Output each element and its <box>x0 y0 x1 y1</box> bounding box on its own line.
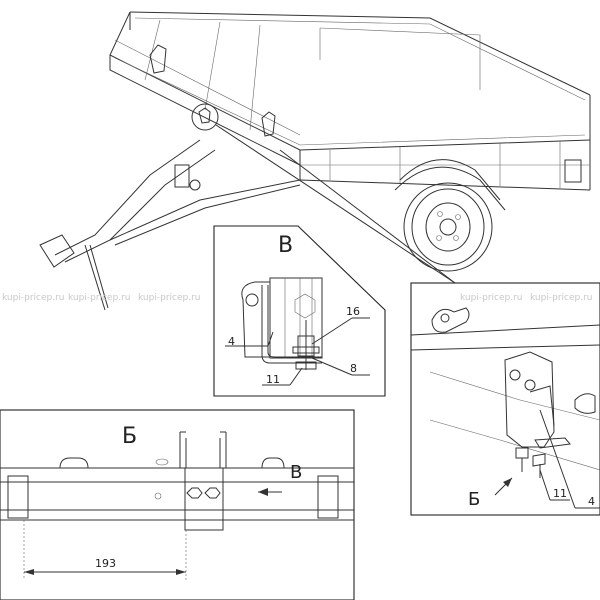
label-4-v: 4 <box>228 335 235 348</box>
detail-b-letter: Б <box>122 424 137 449</box>
detail-view-v: В 4 16 8 11 <box>213 225 386 397</box>
watermark-row: kupi-pricep.ru kupi-pricep.ru kupi-price… <box>2 293 592 303</box>
label-11-r: 11 <box>553 487 567 500</box>
arrow-v-letter: В <box>290 462 302 483</box>
label-11-v: 11 <box>266 373 280 386</box>
trailer-overview <box>39 11 591 311</box>
label-16-v: 16 <box>346 305 360 318</box>
detail-v-letter: В <box>278 233 293 258</box>
detail-view-b: Б 193 В <box>0 409 355 600</box>
watermark-5: kupi-pricep.ru <box>530 293 592 303</box>
detail-view-bracket: Б 11 4 <box>410 282 600 516</box>
watermark-4: kupi-pricep.ru <box>460 293 522 303</box>
label-8-v: 8 <box>350 362 357 375</box>
watermark-3: kupi-pricep.ru <box>138 293 200 303</box>
watermark-1: kupi-pricep.ru <box>2 293 64 303</box>
arrow-b-letter: Б <box>468 489 480 510</box>
watermark-2: kupi-pricep.ru <box>68 293 130 303</box>
dimension-193: 193 <box>95 557 116 570</box>
label-4-r: 4 <box>588 495 595 508</box>
